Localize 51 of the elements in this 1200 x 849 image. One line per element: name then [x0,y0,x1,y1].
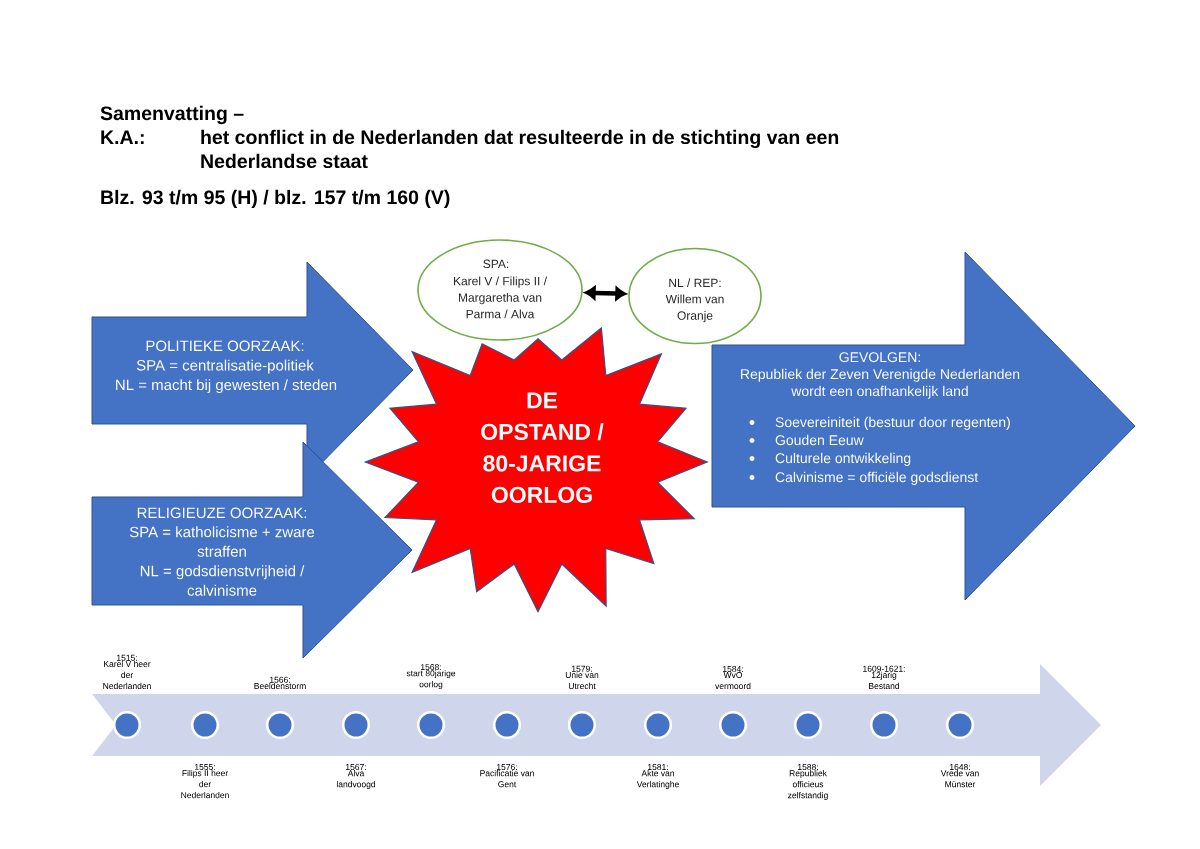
body-text: SPA = katholicisme + zware straffen [129,526,315,557]
year-label: 1515: [117,654,137,661]
bullet-text: Soevereiniteit (bestuur door regenten) [775,416,1010,430]
body-text: Karel V / Filips II / Margaretha van Parma / Alva [454,276,547,319]
subject-text: het conflict in de Nederlanden dat resulteerde in de stichting van een Nederlandse staat [201,129,839,169]
body-text: Republiek der Zeven Verenigde Nederlanden wordt een onafhankelijk land [741,368,1020,399]
title-text: Samenvatting – [100,105,244,125]
body-text: Willem van Oranje [665,294,724,323]
body-text: NL = macht bij gewesten / steden [116,379,337,394]
event-label: WvO vermoord [715,672,751,689]
double-arrow [584,286,627,301]
event-label: Vrede van Münster [940,770,979,788]
bullet-text: Culturele ontwikkeling [775,452,911,466]
bullet-text: Calvinisme = officiële godsdienst [775,471,979,485]
event-label: Unie van Utrecht [565,671,599,689]
year-label: 1568: [421,664,441,671]
year-label: 1581: [648,764,668,770]
heading-text: RELIGIEUZE OORZAAK: [137,507,307,519]
starburst-text: DE OPSTAND / 80-JARIGE OORLOG [481,392,604,504]
event-label: 12jarig Bestand [869,671,900,689]
event-label: Akte van Verlatinghe [636,770,679,789]
event-label: Filips II heer der Nederlanden [181,769,229,799]
event-label: start 80jarige oorlog [406,670,456,689]
starburst [363,326,709,614]
body-text: SPA = centralisatie-politiek [136,359,314,374]
heading-text: GEVOLGEN: [839,352,920,363]
year-label: 1566: [270,676,290,683]
label-text: K.A.: [101,130,144,144]
year-label: 1648: [950,764,970,770]
year-label: 1555: [195,764,215,770]
body-text: NL = godsdienstvrijheid / calvinisme [140,565,305,596]
year-label: 1588: [798,764,818,770]
year-label: 1567: [346,764,366,770]
oval-bubble [417,239,583,341]
page-reference: Blz. 93 t/m 95 (H) / blz. 157 t/m 160 (V) [101,189,450,209]
event-label: Republiek officieus zelfstandig [788,770,828,800]
heading-text: SPA: [483,259,509,269]
bullet-text: Gouden Eeuw [775,434,864,446]
year-label: 1609-1621: [863,665,905,672]
year-label: 1579: [572,665,592,672]
heading-text: POLITIEKE OORZAAK: [146,340,304,352]
pointer-box [91,261,414,463]
year-label: 1584: [723,665,743,672]
heading-text: NL / REP: [669,278,721,288]
pointer-box [91,441,413,659]
event-label: Pacificatie van Gent [480,770,534,788]
event-label: Alva landvoogd [336,770,376,789]
year-label: 1576: [497,764,517,770]
oval-bubble [628,247,762,345]
event-label: Karel V heer der Nederlanden [103,660,151,689]
event-label: Beeldenstorm [254,682,306,689]
